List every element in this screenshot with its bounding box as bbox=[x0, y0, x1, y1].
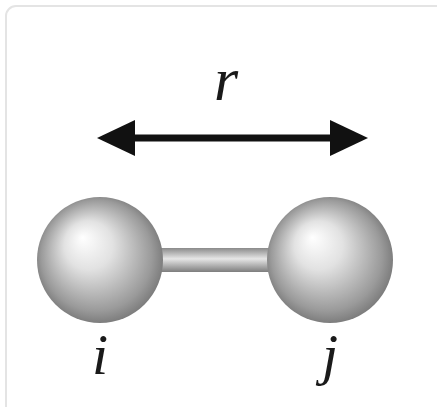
sphere-body bbox=[37, 197, 163, 323]
distance-arrow bbox=[97, 120, 368, 156]
panel-border bbox=[6, 6, 437, 407]
atom-node: j bbox=[266, 196, 394, 384]
distance-label: r bbox=[214, 48, 238, 110]
bond-rod bbox=[160, 248, 270, 272]
arrow-shaft bbox=[125, 135, 340, 142]
sphere-body bbox=[267, 197, 393, 323]
atom-label: i bbox=[92, 326, 108, 384]
atom-sphere bbox=[266, 196, 394, 324]
atom-sphere bbox=[36, 196, 164, 324]
atom-node: i bbox=[36, 196, 164, 384]
arrow-head bbox=[97, 120, 135, 156]
arrow-head bbox=[330, 120, 368, 156]
atom-label: j bbox=[322, 326, 338, 384]
